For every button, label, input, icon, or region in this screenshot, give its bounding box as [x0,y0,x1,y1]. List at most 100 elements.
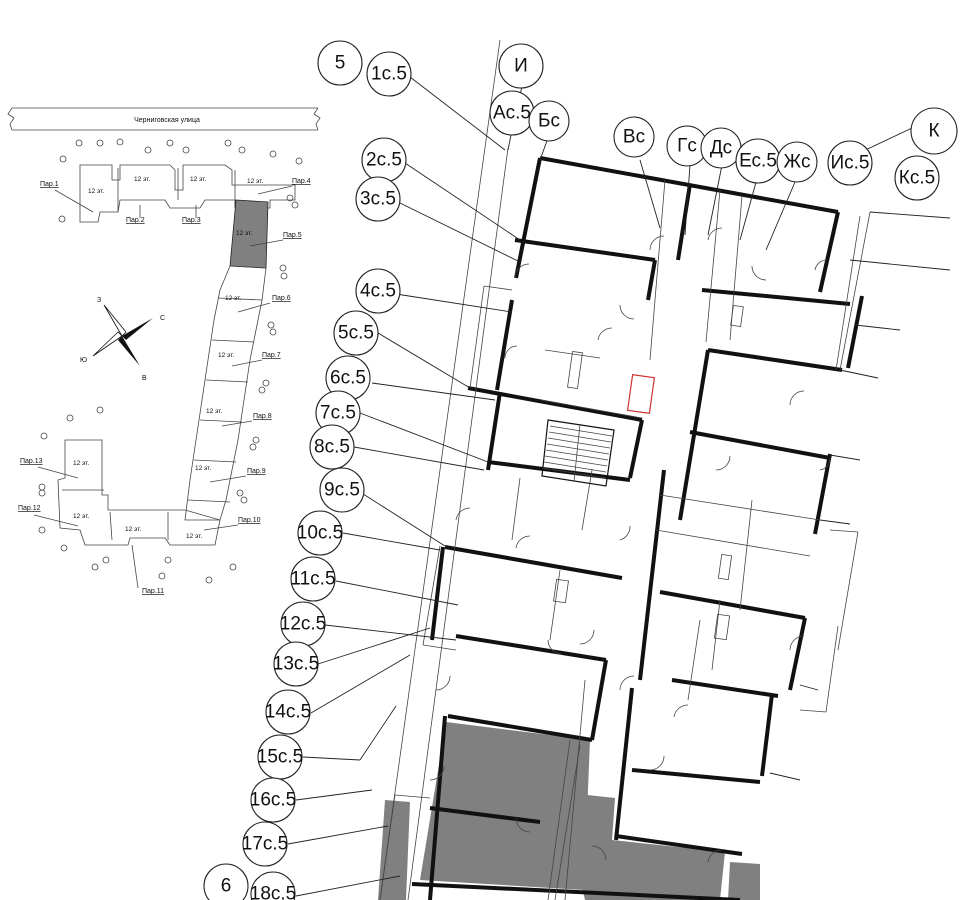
svg-text:6: 6 [221,876,232,897]
svg-text:Дс: Дс [710,138,732,159]
svg-text:7с.5: 7с.5 [320,403,356,424]
axis-2c5: 2с.5 [361,137,407,183]
compass-west: З [97,297,101,304]
section-label: Пар.11 [142,588,164,595]
axis-ec5: Ес.5 [735,138,781,184]
svg-text:18с.5: 18с.5 [250,884,296,900]
svg-text:Жс: Жс [783,152,810,173]
axis-16c5: 16с.5 [250,777,296,823]
svg-text:1с.5: 1с.5 [371,64,407,85]
column-axis-bubbles: Ас.5 Бс Вс Гс Дс Ес.5 Жс Ис.5 Кс.5 [489,90,940,201]
key-plan: Черниговская улица 12 эт. 12 эт. 12 эт. … [7,107,321,595]
section-label: Пар.6 [272,295,291,302]
section-label: Пар.13 [20,458,43,465]
svg-text:6с.5: 6с.5 [330,368,366,389]
svg-text:К: К [928,121,939,142]
elevator-shaft [626,373,656,415]
axis-17c5: 17с.5 [242,821,288,867]
axis-10c5: 10с.5 [297,510,343,556]
svg-text:Ис.5: Ис.5 [830,153,869,174]
axis-15c5: 15с.5 [257,734,303,780]
axis-vc: Вс [613,116,655,158]
compass-rose: С Ю З В [80,297,165,382]
axis-zhc: Жс [776,141,818,183]
svg-text:16с.5: 16с.5 [250,790,296,811]
axis-ic5: Ис.5 [827,140,873,186]
svg-text:Гс: Гс [677,136,697,157]
axis-4c5: 4с.5 [355,268,401,314]
axis-bc: Бс [528,100,570,142]
floors-label: 12 эт. [190,176,206,183]
section-label: Пар.9 [247,468,266,475]
axis-9c5: 9с.5 [319,467,365,513]
axis-i: И [498,43,544,89]
highlighted-apartment [420,722,590,890]
floors-label: 12 эт. [236,230,252,237]
axis-6: 6 [203,863,249,900]
highlighted-apartment [560,792,725,900]
svg-text:10с.5: 10с.5 [297,523,343,544]
section-label: Пар.12 [18,505,41,512]
compass-north: С [160,315,165,322]
floors-label: 12 эт. [88,188,104,195]
floors-label: 12 эт. [225,295,241,302]
svg-text:5с.5: 5с.5 [338,323,374,344]
row-axis-bubbles: 1с.5 2с.5 3с.5 4с.5 5с.5 6с.5 7с.5 8с.5 … [242,51,412,900]
floors-label: 12 эт. [218,352,234,359]
axis-5c5: 5с.5 [333,310,379,356]
svg-text:17с.5: 17с.5 [242,834,288,855]
floors-label: 12 эт. [73,460,89,467]
axis-3c5: 3с.5 [355,176,401,222]
axis-dc: Дс [700,127,742,169]
section-label: Пар.8 [253,413,272,420]
section-label: Пар.1 [40,181,59,188]
axis-1c5: 1с.5 [366,51,412,97]
street-label: Черниговская улица [134,117,200,124]
axis-ac5: Ас.5 [489,90,535,136]
svg-text:5: 5 [335,53,346,74]
axis-12c5: 12с.5 [280,601,326,647]
floors-label: 12 эт. [186,533,202,540]
svg-text:Бс: Бс [538,111,560,132]
axis-11c5: 11с.5 [290,556,336,602]
section-label: Пар.2 [126,217,145,224]
svg-text:4с.5: 4с.5 [360,281,396,302]
svg-text:13с.5: 13с.5 [273,654,319,675]
section-floor-plan: 5 6 И К 1с.5 2с.5 3с.5 4с.5 5с.5 6с.5 7с… [203,39,958,900]
floors-label: 12 эт. [134,176,150,183]
axis-8c5: 8с.5 [309,424,355,470]
axis-18c5: 18с.5 [250,871,296,900]
axis-6c5: 6с.5 [325,355,371,401]
axis-5: 5 [317,40,363,86]
compass-east: В [142,375,147,382]
floors-label: 12 эт. [73,513,89,520]
svg-text:Кс.5: Кс.5 [899,168,935,189]
axis-14c5: 14с.5 [265,689,311,735]
svg-text:11с.5: 11с.5 [290,569,335,590]
floors-label: 12 эт. [206,408,222,415]
compass-south: Ю [80,357,87,364]
section-label: Пар.10 [238,517,261,524]
svg-text:И: И [514,56,528,77]
floors-label: 12 эт. [125,526,141,533]
axis-13c5: 13с.5 [273,641,319,687]
axis-k: К [910,107,958,155]
section-label: Пар.3 [182,217,201,224]
svg-text:Ес.5: Ес.5 [739,151,777,172]
floors-label: 12 эт. [195,465,211,472]
section-label: Пар.4 [292,178,311,185]
svg-text:8с.5: 8с.5 [314,437,350,458]
section-label: Пар.5 [283,232,302,239]
svg-text:12с.5: 12с.5 [280,614,326,635]
axis-kc5: Кс.5 [894,155,940,201]
svg-text:9с.5: 9с.5 [324,480,360,501]
section-label: Пар.7 [262,352,281,359]
svg-text:Вс: Вс [623,127,645,148]
svg-text:3с.5: 3с.5 [360,189,396,210]
floors-label: 12 эт. [247,178,263,185]
svg-text:15с.5: 15с.5 [257,747,303,768]
axis-7c5: 7с.5 [315,390,361,436]
svg-text:14с.5: 14с.5 [265,702,311,723]
svg-text:Ас.5: Ас.5 [493,103,531,124]
